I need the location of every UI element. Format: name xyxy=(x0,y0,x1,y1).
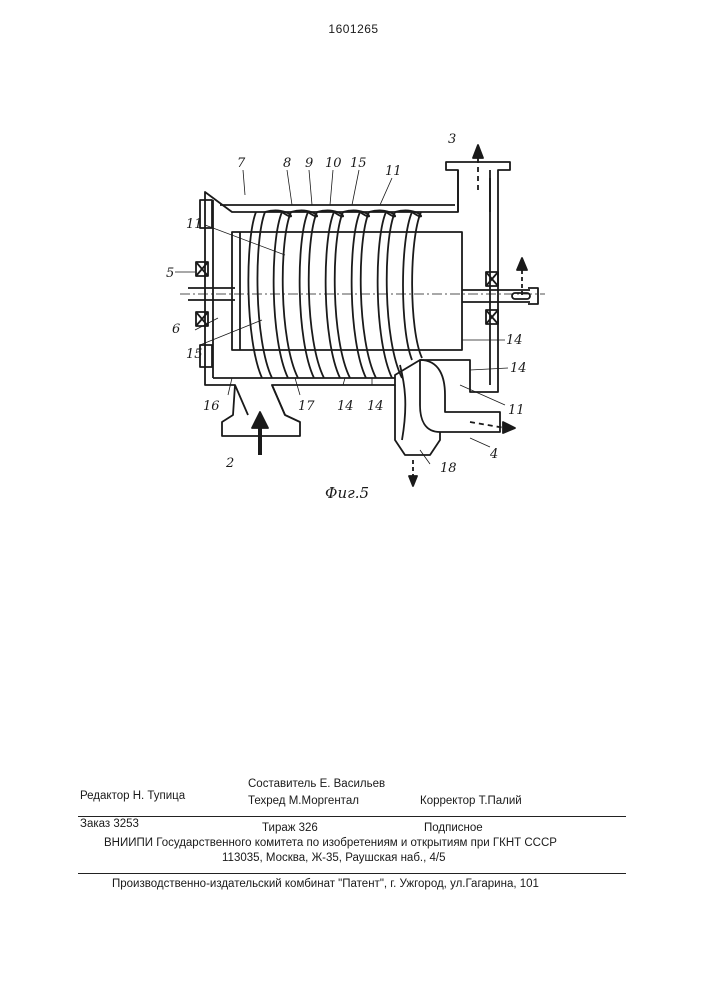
label-9: 9 xyxy=(305,156,313,171)
figure-caption: Фиг.5 xyxy=(325,484,369,502)
address-line: 113035, Москва, Ж-35, Раушская наб., 4/5 xyxy=(222,852,445,864)
techred-line: Техред М.Моргентал xyxy=(248,795,359,807)
corrector-line: Корректор Т.Палий xyxy=(420,795,522,807)
institute-line: ВНИИПИ Государственного комитета по изоб… xyxy=(104,837,557,849)
housing-wall xyxy=(205,162,510,436)
label-14-d: 14 xyxy=(510,361,527,376)
circulation-line: Тираж 326 xyxy=(262,822,318,834)
label-16: 16 xyxy=(203,399,220,414)
label-18: 18 xyxy=(440,461,457,476)
label-11-left: 11 xyxy=(186,217,203,232)
label-5: 5 xyxy=(166,266,174,281)
label-11-right: 11 xyxy=(508,403,525,418)
rotor-drum xyxy=(232,232,462,350)
editor-line: Редактор Н. Тупица xyxy=(80,790,185,802)
technical-drawing: 7 8 9 10 15 11 3 11 5 6 15 16 17 14 14 1… xyxy=(0,0,707,520)
order-line: Заказ 3253 xyxy=(80,818,139,830)
label-15-top: 15 xyxy=(350,156,367,171)
label-14-b: 14 xyxy=(367,399,384,414)
rule-top xyxy=(78,816,626,817)
label-2: 2 xyxy=(225,456,234,471)
label-3: 3 xyxy=(448,132,456,147)
label-8: 8 xyxy=(283,156,291,171)
label-6: 6 xyxy=(172,322,180,337)
label-11-top: 11 xyxy=(385,164,402,179)
compiler-line: Составитель Е. Васильев xyxy=(248,778,385,790)
subscription-line: Подписное xyxy=(424,822,483,834)
label-10: 10 xyxy=(325,156,342,171)
label-1: 7 xyxy=(237,156,246,171)
label-15-left: 15 xyxy=(186,347,203,362)
publisher-line: Производственно-издательский комбинат "П… xyxy=(112,878,539,890)
outlet-elbow xyxy=(420,360,500,432)
drain-pipe xyxy=(395,385,440,455)
label-17: 17 xyxy=(298,399,315,414)
label-4: 4 xyxy=(489,447,498,462)
label-14-c: 14 xyxy=(506,333,523,348)
label-14-a: 14 xyxy=(337,399,354,414)
rule-bottom xyxy=(78,873,626,874)
